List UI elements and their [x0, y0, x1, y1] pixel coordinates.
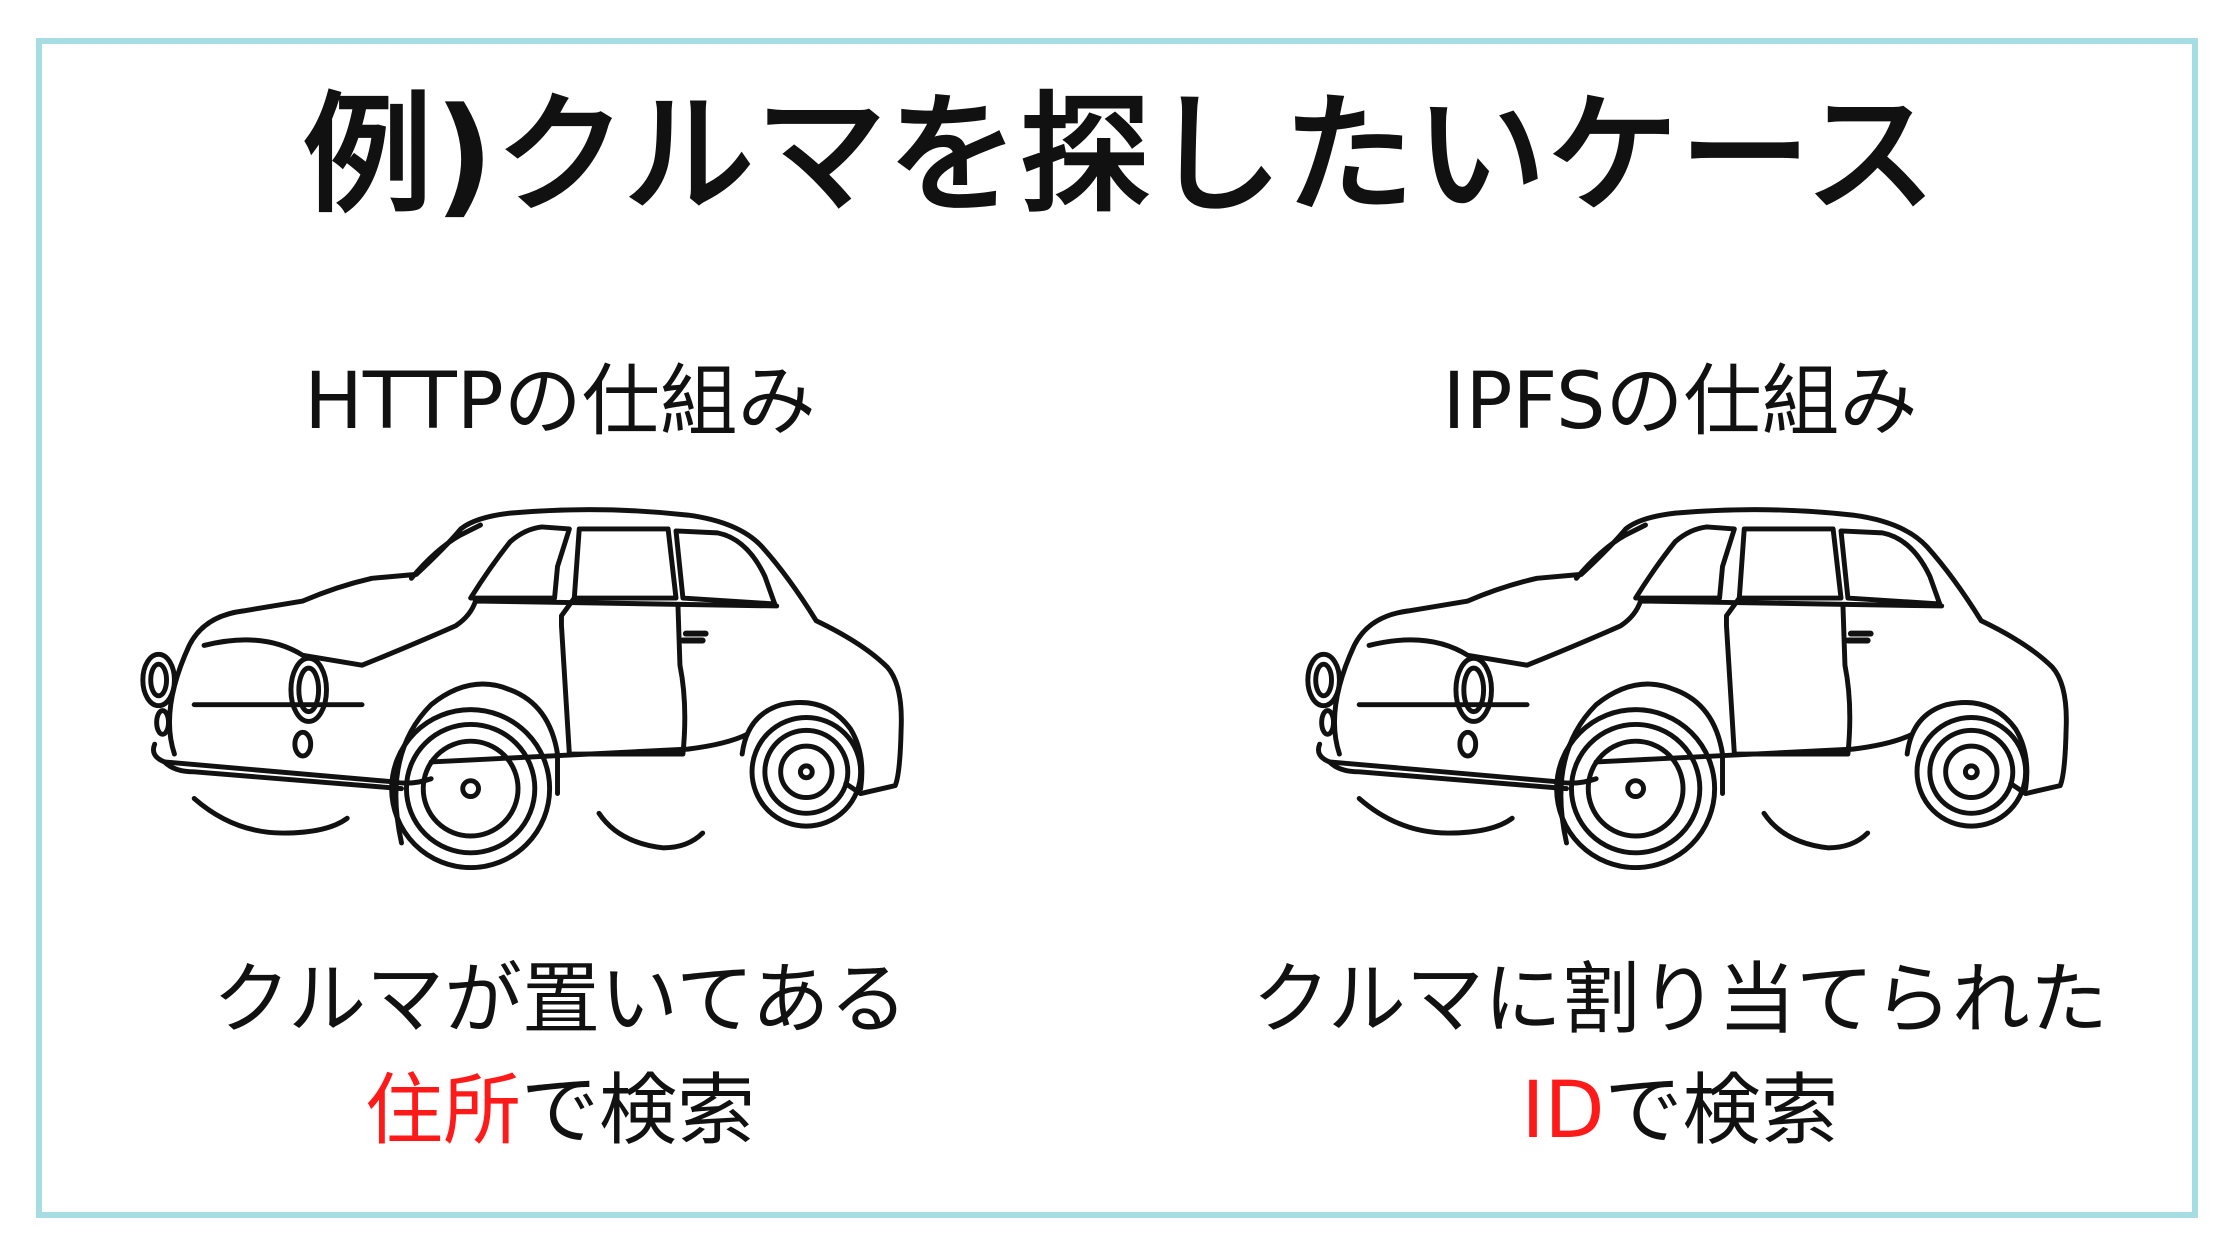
http-highlight: 住所 — [364, 1065, 521, 1156]
http-heading: HTTPの仕組み — [304, 357, 816, 447]
ipfs-description-line2: IDで検索 — [1120, 1056, 2240, 1167]
car-icon — [130, 490, 910, 870]
ipfs-panel: IPFSの仕組み クルマに割り当てられた IDで検索 — [1120, 0, 2240, 1260]
car-icon — [1295, 490, 2075, 870]
ipfs-heading: IPFSの仕組み — [1442, 357, 1918, 447]
ipfs-description-line1: クルマに割り当てられた — [1252, 955, 2108, 1045]
http-description-rest: で検索 — [521, 1065, 756, 1156]
http-description-line2: 住所で検索 — [0, 1056, 1120, 1167]
slide-frame — [36, 38, 2198, 1218]
http-description-line1: クルマが置いてある — [212, 955, 908, 1045]
ipfs-highlight: ID — [1521, 1065, 1605, 1156]
http-panel: HTTPの仕組み クルマが置いてある 住所で検索 — [0, 357, 1120, 1167]
slide-title: 例)クルマを探したいケース — [302, 79, 1938, 231]
ipfs-description: クルマに割り当てられた IDで検索 — [1120, 945, 2240, 1167]
http-description: クルマが置いてある 住所で検索 — [0, 945, 1120, 1167]
ipfs-description-rest: で検索 — [1604, 1065, 1839, 1156]
